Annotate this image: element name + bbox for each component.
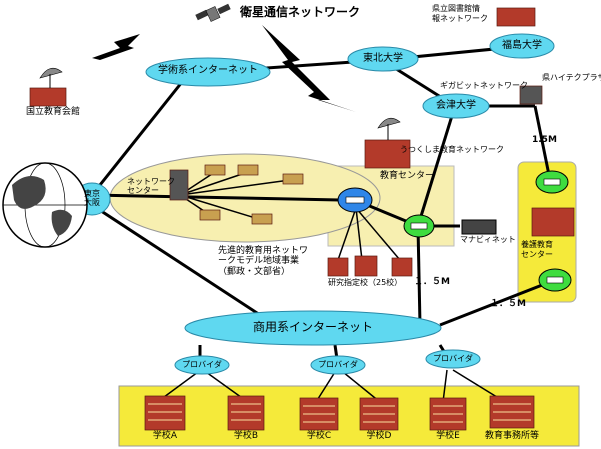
speed-label-2: １．５M — [414, 277, 450, 287]
national-library-building — [29, 87, 67, 107]
school-d-label: 学校D — [366, 431, 392, 441]
research-schools-label: 研究指定校（25校） — [328, 278, 403, 287]
provider-label-2: プロバイダ — [318, 360, 358, 369]
network-center-label: ネットワーク センター — [127, 177, 175, 195]
satellite-links — [92, 25, 356, 112]
commercial-internet-label: 商用系インターネット — [252, 320, 374, 334]
high-tech-plaza-label: 県ハイテクプラザ — [542, 73, 601, 82]
school-a-building — [144, 395, 186, 431]
network-center-building — [169, 169, 189, 201]
satellite-icon — [195, 3, 231, 22]
prefectural-library-building — [496, 7, 536, 27]
gigabit-label: ギガビットネットワーク — [440, 81, 528, 90]
school-c-label: 学校C — [306, 431, 332, 441]
school-a-label: 学校A — [152, 431, 178, 441]
mana-net-server — [461, 219, 497, 235]
building-windows — [148, 403, 531, 423]
tokyo-osaka-label: 東京 大阪 — [84, 189, 100, 207]
globe-icon — [2, 162, 88, 248]
national-library-label: 国立教育会館 — [26, 107, 81, 117]
school-b-building — [227, 395, 265, 431]
utsukushima-label: うつくしま教育ネットワーク — [400, 145, 504, 154]
aizu-cloud — [422, 93, 490, 119]
education-center-building — [364, 139, 411, 169]
speed-label-3: １．５M — [490, 299, 526, 309]
education-center-label: 教育センター — [380, 171, 435, 181]
speed-label-1: 1.5M — [532, 135, 557, 145]
school-b-label: 学校B — [233, 431, 259, 441]
clouds — [73, 33, 555, 375]
fukushima-univ-label: 福島大学 — [502, 40, 542, 51]
advanced-project-label: 先進的教育用ネットワ ークモデル地域事業 （郵政・文部省） — [218, 246, 309, 277]
satellite-dish-icons — [39, 67, 401, 140]
school-e-label: 学校E — [436, 431, 460, 441]
diagram-title: 衛星通信ネットワーク — [240, 5, 361, 19]
commercial-internet-cloud — [184, 310, 442, 346]
routers — [337, 170, 572, 292]
mana-net-label: マナビィネット — [460, 235, 516, 244]
aizu-univ-label: 会津大学 — [436, 100, 476, 111]
fukushima-cloud — [489, 33, 555, 59]
tohoku-univ-label: 東北大学 — [363, 53, 403, 64]
tohoku-cloud — [347, 46, 419, 72]
education-office-label: 教育事務所等 — [484, 431, 540, 441]
provider-label-1: プロバイダ — [182, 360, 222, 369]
provider-label-3: プロバイダ — [433, 354, 473, 363]
yogo-center-building — [531, 207, 575, 237]
academic-internet-label: 学術系インターネット — [158, 65, 258, 76]
academic-internet-cloud — [145, 57, 271, 87]
high-tech-plaza-building — [519, 85, 543, 105]
yogo-center-label: 養護教育 センター — [521, 240, 553, 259]
prefectural-library-label: 県立図書館情 報ネットワーク — [432, 4, 488, 23]
